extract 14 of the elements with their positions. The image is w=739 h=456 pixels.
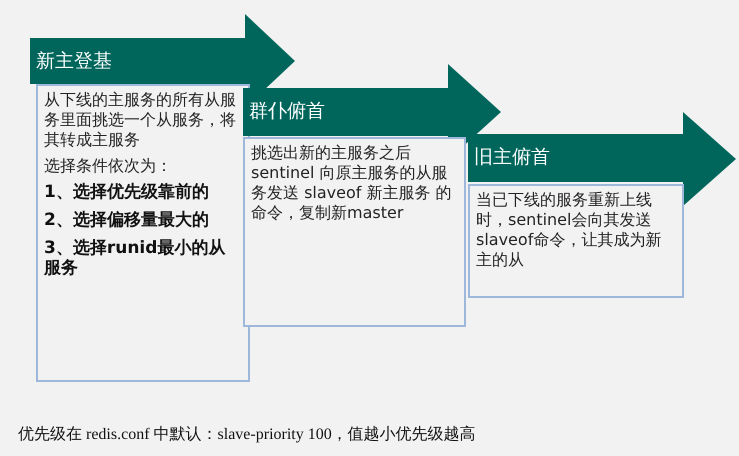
body-text: 从下线的主服务的所有从服务里面挑选一个从服务，将其转成主服务 (44, 90, 237, 150)
text-box (243, 137, 466, 327)
text-box (468, 184, 684, 298)
criterion-text: 1、选择优先级靠前的 (44, 182, 210, 202)
body-text: 挑选出新的主服务之后sentinel 向原主服务的从服务发送 slaveof 新主服务 的命令，复制新master (251, 143, 453, 223)
footnote-text: 优先级在 redis.conf 中默认：slave-priority 100，值越小优先级越高 (18, 424, 476, 445)
body-text: 选择条件依次为： (44, 156, 173, 176)
banner-heading: 群仆俯首 (249, 99, 325, 124)
text-box (36, 84, 250, 382)
criterion-text: 2、选择偏移量最大的 (44, 210, 210, 230)
banner-heading: 新主登基 (36, 49, 112, 74)
body-text: 当已下线的服务重新上线时，sentinel会向其发送slaveof命令，让其成为新主的从 (476, 190, 662, 270)
criterion-text: 3、选择runid最小的从服务 (44, 238, 226, 278)
banner-heading: 旧主俯首 (474, 145, 550, 170)
